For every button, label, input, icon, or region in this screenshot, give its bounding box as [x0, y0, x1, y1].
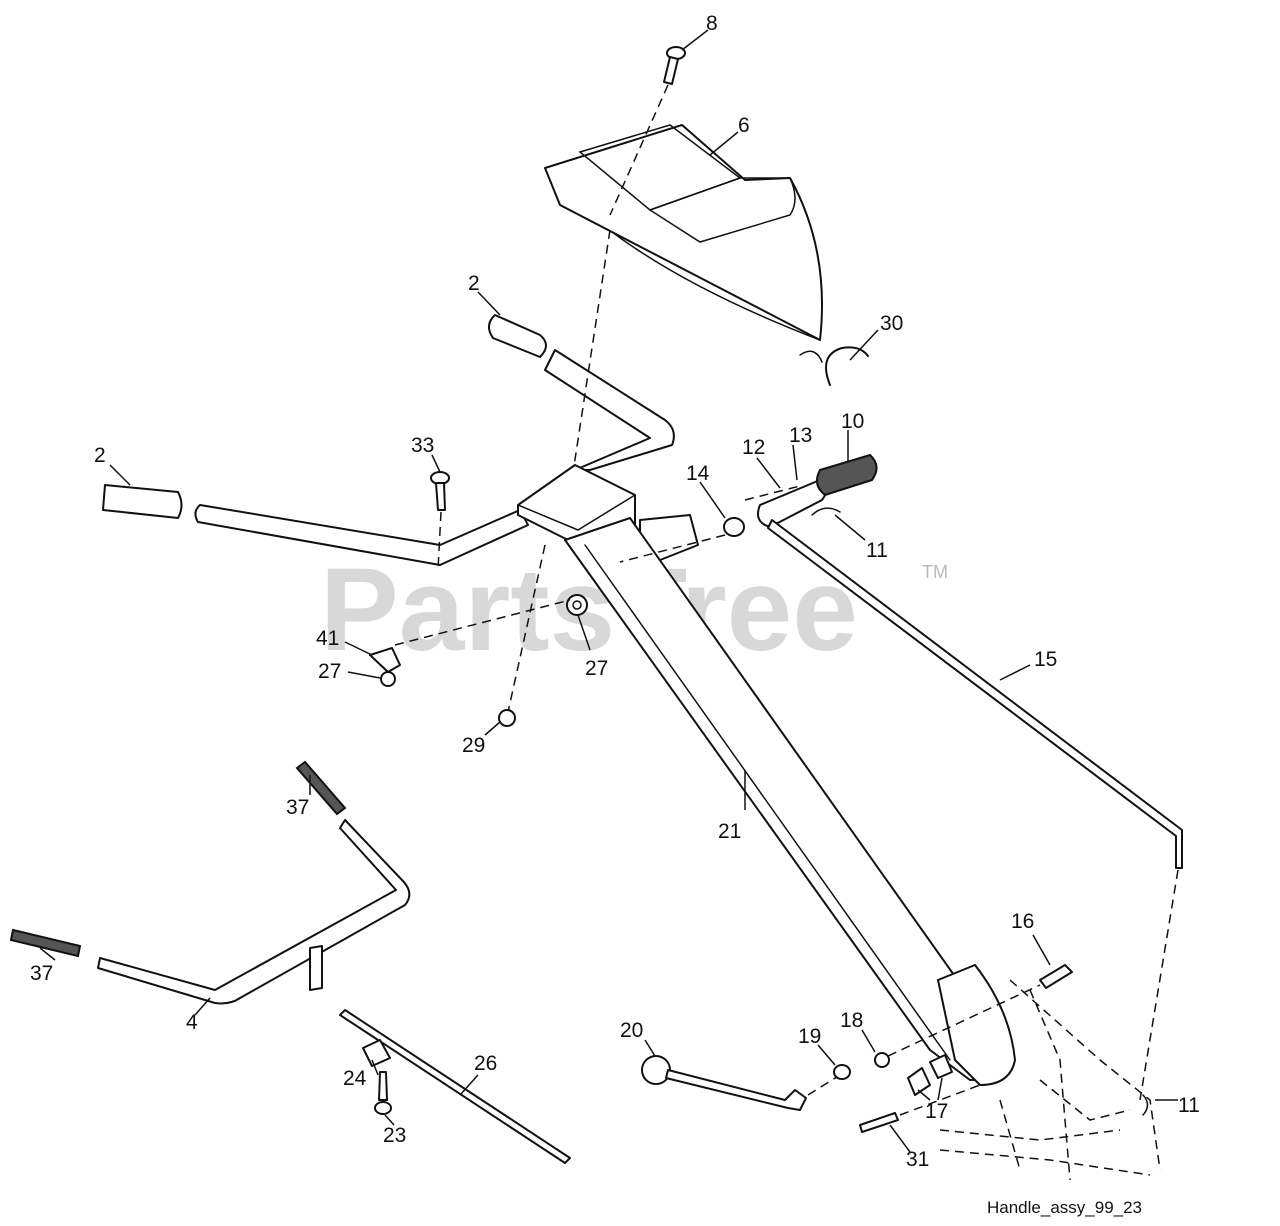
part-washer-19: [833, 1064, 851, 1080]
callout-31: 31: [906, 1148, 929, 1171]
leader-lines: [39, 29, 1178, 1153]
part-bracket-24: [362, 1039, 391, 1067]
callout-13: 13: [789, 424, 812, 447]
callout-11-bottom: 11: [1178, 1094, 1200, 1117]
callout-26: 26: [474, 1052, 497, 1075]
callout-33: 33: [411, 434, 434, 457]
part-bushing-17: [907, 1067, 931, 1096]
part-main-tube-21: [517, 464, 1016, 1086]
part-bolt-23: [374, 1071, 392, 1115]
watermark-tm: TM: [922, 562, 948, 582]
part-grip-10: [815, 453, 878, 497]
part-lever-20: [641, 1055, 807, 1111]
part-spacer-14: [723, 517, 745, 537]
callout-30: 30: [880, 312, 903, 335]
hidden-frame-lines: [939, 979, 1161, 1181]
part-shift-rod-15: [767, 519, 1183, 869]
callout-21: 21: [718, 820, 741, 843]
part-grip-37-top: [295, 760, 347, 816]
part-ring-30: [825, 346, 869, 386]
callout-16: 16: [1011, 910, 1034, 933]
part-clip-41: [369, 647, 401, 673]
part-bushing-17b: [929, 1054, 953, 1079]
callout-4: 4: [186, 1011, 198, 1034]
part-bail-4: [97, 819, 411, 1005]
callout-19: 19: [798, 1025, 821, 1048]
part-bolt-31: [859, 1112, 899, 1133]
part-nut-27-left: [380, 671, 396, 687]
callout-37-top: 37: [286, 796, 309, 819]
callout-6: 6: [738, 114, 750, 137]
callout-18: 18: [840, 1009, 863, 1032]
callout-11-top: 11: [866, 539, 888, 562]
diagram-caption: Handle_assy_99_23: [987, 1198, 1142, 1217]
part-nut-18: [874, 1052, 890, 1068]
callout-37-left: 37: [30, 962, 53, 985]
part-bolt-33: [430, 471, 450, 511]
callout-8: 8: [706, 12, 718, 35]
callout-15: 15: [1034, 648, 1057, 671]
callout-2-right: 2: [468, 272, 480, 295]
callout-20: 20: [620, 1019, 643, 1042]
callout-14: 14: [686, 462, 710, 485]
callout-12: 12: [742, 436, 765, 459]
callout-23: 23: [383, 1124, 406, 1147]
callout-29: 29: [462, 734, 485, 757]
callout-24: 24: [343, 1067, 367, 1090]
part-bolt-16: [1039, 964, 1073, 989]
part-nut-29: [498, 709, 516, 727]
callout-41: 41: [316, 627, 339, 650]
part-cable-26: [339, 1009, 571, 1164]
callout-10: 10: [841, 410, 864, 433]
callout-17: 17: [925, 1100, 948, 1123]
part-console-panel: [544, 124, 823, 363]
part-nut-27: [566, 594, 588, 616]
callout-27-left: 27: [318, 660, 341, 683]
part-hairpin-11: [811, 507, 841, 516]
part-hairpin-11-lower: [1142, 1094, 1149, 1116]
callout-27-center: 27: [585, 657, 608, 680]
part-grip-37-left: [9, 928, 82, 958]
part-screw-8: [663, 46, 686, 85]
callout-2-left: 2: [94, 444, 106, 467]
part-shift-lever-13: [744, 479, 828, 528]
